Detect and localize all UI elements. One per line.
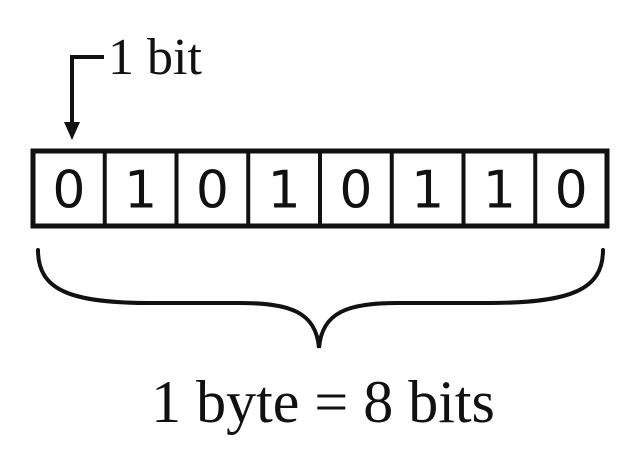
bit-cell-value: 0 bbox=[196, 161, 229, 221]
bit-pointer-arrow bbox=[64, 55, 104, 140]
bit-cell-value: 1 bbox=[411, 161, 444, 221]
bit-cell-value: 0 bbox=[52, 161, 85, 221]
byte-label: 1 byte = 8 bits bbox=[151, 369, 495, 435]
bit-cell-value: 0 bbox=[339, 161, 372, 221]
bit-cell-value: 0 bbox=[555, 161, 588, 221]
bit-pointer-arrow-head bbox=[64, 122, 80, 140]
byte-brace bbox=[36, 248, 605, 349]
bit-cell-value: 1 bbox=[124, 161, 157, 221]
bit-cell-value: 1 bbox=[483, 161, 516, 221]
bit-label: 1 bit bbox=[108, 29, 202, 86]
bit-pointer-arrow-line bbox=[70, 55, 104, 126]
bit-cell-value: 1 bbox=[268, 161, 301, 221]
